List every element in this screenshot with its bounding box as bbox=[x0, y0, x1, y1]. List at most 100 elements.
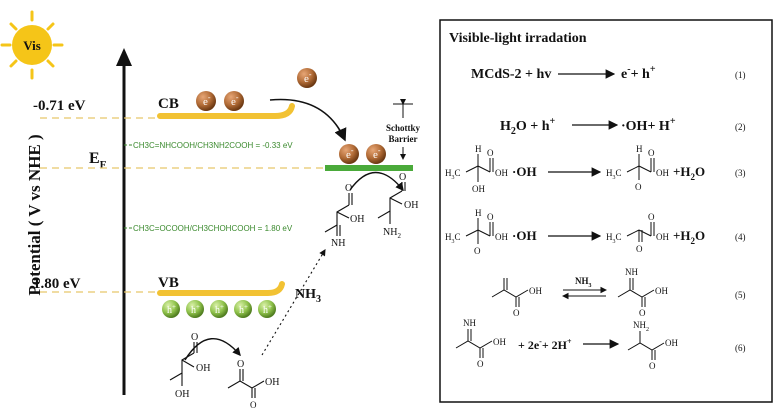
hole bbox=[186, 300, 204, 318]
svg-text:H3C: H3C bbox=[445, 168, 461, 181]
oxidation-arrow bbox=[184, 338, 241, 361]
hole bbox=[234, 300, 252, 318]
atom-o: O bbox=[191, 332, 198, 343]
hole bbox=[162, 300, 180, 318]
svg-text:MCdS-2 + hv: MCdS-2 + hv bbox=[471, 67, 551, 82]
svg-text:h+: h+ bbox=[263, 303, 272, 316]
svg-text:OH: OH bbox=[656, 168, 669, 178]
svg-text:e-+ h+: e-+ h+ bbox=[621, 64, 656, 82]
svg-text:O: O bbox=[487, 212, 494, 222]
cb-label: CB bbox=[158, 96, 179, 112]
cb-electrons: e- e- bbox=[196, 91, 244, 111]
svg-text:O: O bbox=[635, 182, 642, 192]
svg-text:OH: OH bbox=[495, 232, 508, 242]
svg-text:+H2O: +H2O bbox=[673, 164, 705, 182]
svg-text:+H2O: +H2O bbox=[673, 228, 705, 246]
atom-oh: OH bbox=[265, 377, 279, 388]
svg-text:H: H bbox=[475, 144, 482, 154]
svg-text:O: O bbox=[636, 244, 643, 254]
svg-text:e-: e- bbox=[373, 146, 381, 161]
svg-text:+ 2e-+ 2H+: + 2e-+ 2H+ bbox=[518, 337, 572, 352]
svg-text:O: O bbox=[477, 359, 484, 369]
sun-label: Vis bbox=[23, 38, 41, 53]
atom-o: O bbox=[237, 359, 244, 370]
atom-o: O bbox=[250, 400, 257, 409]
svg-text:h+: h+ bbox=[215, 303, 224, 316]
svg-text:NH2: NH2 bbox=[633, 320, 649, 333]
svg-text:OH: OH bbox=[665, 338, 678, 348]
equation-2: H2O + h+ ·OH+ H+ (2) bbox=[500, 116, 746, 137]
svg-text:OH: OH bbox=[495, 168, 508, 178]
svg-text:NH: NH bbox=[625, 267, 638, 277]
svg-text:H: H bbox=[636, 144, 643, 154]
svg-text:(3): (3) bbox=[735, 168, 746, 178]
equation-6: NH OH O + 2e-+ 2H+ NH2 OH O (6) bbox=[455, 318, 746, 371]
svg-text:H3C: H3C bbox=[606, 168, 622, 181]
equation-5: OH O NH3 NH OH O (5) bbox=[491, 267, 746, 318]
svg-text:h+: h+ bbox=[191, 303, 200, 316]
svg-text:h+: h+ bbox=[239, 303, 248, 316]
electron bbox=[339, 144, 359, 164]
valence-band bbox=[157, 281, 285, 296]
svg-text:e-: e- bbox=[203, 93, 211, 108]
transferring-electron bbox=[297, 68, 317, 88]
vb-label: VB bbox=[158, 275, 179, 291]
svg-text:OH: OH bbox=[656, 232, 669, 242]
svg-text:O: O bbox=[648, 212, 655, 222]
svg-text:O: O bbox=[474, 246, 481, 256]
svg-text:(5): (5) bbox=[735, 290, 746, 300]
cb-potential: -0.71 eV bbox=[33, 98, 86, 114]
nh3-label: NH3 bbox=[295, 287, 321, 305]
electron bbox=[196, 91, 216, 111]
svg-text:O: O bbox=[649, 361, 656, 371]
svg-text:·OH: ·OH bbox=[512, 228, 537, 243]
lactic-acid-structure bbox=[169, 342, 198, 386]
atom-oh: OH bbox=[175, 389, 189, 400]
svg-text:h+: h+ bbox=[167, 303, 176, 316]
equation-4: H3C H O OH O ·OH H3C O OH O +H2O (4) bbox=[445, 208, 746, 256]
sun-icon: Vis bbox=[0, 10, 64, 80]
electron bbox=[366, 144, 386, 164]
redox-label-2: CH3C=OCOOH/CH3CHOHCOOH = 1.80 eV bbox=[133, 224, 293, 233]
svg-text:O: O bbox=[513, 308, 520, 318]
svg-text:e-: e- bbox=[304, 70, 312, 85]
svg-text:H2O + h+: H2O + h+ bbox=[500, 116, 556, 137]
atom-o: O bbox=[399, 172, 406, 183]
reduction-arrow bbox=[349, 172, 404, 192]
svg-text:·OH+ H+: ·OH+ H+ bbox=[621, 116, 676, 134]
fermi-level-bar bbox=[325, 165, 413, 171]
atom-nh2: NH2 bbox=[383, 227, 401, 240]
svg-text:·OH: ·OH bbox=[512, 164, 537, 179]
svg-text:(1): (1) bbox=[735, 70, 746, 80]
vb-potential: 1.80 eV bbox=[33, 276, 81, 292]
svg-text:H3C: H3C bbox=[606, 232, 622, 245]
dotted-pathway-arrow bbox=[261, 249, 326, 356]
fermi-label: EF bbox=[89, 150, 107, 171]
pyruvic-acid-structure bbox=[227, 369, 265, 398]
svg-text:e-: e- bbox=[346, 146, 354, 161]
vb-holes bbox=[162, 300, 276, 318]
svg-text:NH: NH bbox=[463, 318, 476, 328]
alanine-structure bbox=[377, 182, 406, 224]
svg-text:OH: OH bbox=[472, 184, 485, 194]
svg-text:O: O bbox=[648, 148, 655, 158]
hole bbox=[210, 300, 228, 318]
panel-title: Visible-light irradation bbox=[449, 31, 587, 46]
atom-oh: OH bbox=[196, 363, 210, 374]
atom-o: O bbox=[345, 183, 352, 194]
electron bbox=[224, 91, 244, 111]
svg-text:NH3: NH3 bbox=[575, 276, 592, 289]
atom-oh: OH bbox=[350, 214, 364, 225]
iminopyruvic-acid-structure bbox=[324, 193, 353, 236]
equation-3: H3C H O OH OH ·OH H3C H O OH O +H2O (3) bbox=[445, 144, 746, 194]
svg-text:O: O bbox=[487, 148, 494, 158]
redox-label-1: CH3C=NHCOOH/CH3NH2COOH = -0.33 eV bbox=[133, 141, 293, 150]
hole bbox=[258, 300, 276, 318]
svg-text:OH: OH bbox=[655, 286, 668, 296]
svg-text:H3C: H3C bbox=[445, 232, 461, 245]
axis-label: Potential ( V vs NHE ) bbox=[25, 134, 44, 295]
svg-text:H: H bbox=[475, 208, 482, 218]
axis-arrowhead bbox=[116, 48, 132, 66]
equation-1: MCdS-2 + hv e-+ h+ (1) bbox=[471, 64, 746, 82]
